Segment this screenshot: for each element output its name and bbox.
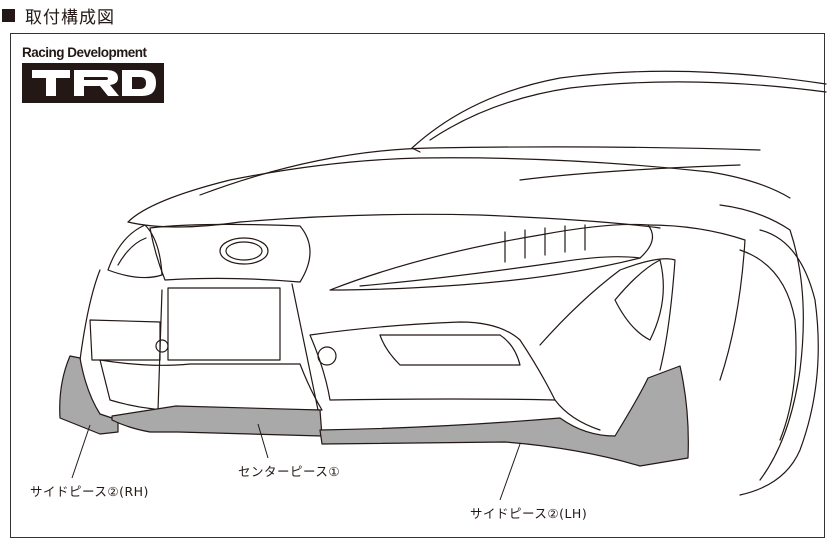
license-plate: [167, 287, 281, 361]
emblem-oval: [219, 237, 269, 265]
wheel-arch: [719, 204, 804, 481]
headlight-rh: [107, 224, 163, 279]
trd-logo: Racing Development: [22, 45, 166, 103]
grille-divider-right: [291, 283, 319, 411]
fog-light-lh: [317, 346, 337, 366]
tire: [739, 229, 819, 496]
callout-side-piece-lh: サイドピース②(LH): [470, 506, 588, 521]
bumper-corner: [554, 399, 601, 431]
bumper-rh-intake: [89, 319, 161, 361]
hood-bulge: [519, 164, 741, 181]
emblem-oval-inner: [225, 241, 263, 261]
fender-lh: [647, 224, 746, 381]
fender-vent: [614, 259, 664, 341]
fog-light-lh-housing: [379, 334, 521, 366]
logo-plate: [22, 63, 164, 103]
callout-side-piece-rh: サイドピース②(RH): [30, 484, 149, 499]
side-piece-rh: [59, 355, 119, 435]
windshield-base: [199, 146, 761, 196]
section-title: 取付構成図: [25, 7, 115, 28]
a-pillar: [411, 147, 421, 153]
callout-center-piece: センターピース①: [238, 464, 341, 479]
fog-light-rh: [155, 339, 169, 353]
tire-inner: [739, 249, 797, 441]
side-piece-lh: [319, 365, 689, 467]
roof-inner-line: [429, 81, 827, 141]
leader-line-center: [257, 423, 269, 459]
bumper-lh-intake: [309, 321, 556, 401]
grille-divider-left: [157, 289, 163, 411]
headlight-lh-lower: [359, 256, 641, 287]
roof-line: [411, 70, 827, 149]
square-bullet-icon: [2, 8, 15, 22]
trd-wordmark-icon: [32, 70, 156, 96]
center-piece: [111, 405, 323, 437]
hood-outline: [127, 157, 791, 223]
leader-line-lh: [499, 443, 521, 501]
bumper-lh-side: [539, 258, 676, 371]
front-nose: [149, 223, 311, 283]
headlight-lh-drl: [504, 224, 586, 263]
logo-tagline: Racing Development: [22, 45, 147, 60]
headlight-rh-inner: [117, 237, 147, 266]
leader-line-rh: [71, 424, 91, 479]
lower-grille: [99, 359, 323, 411]
hood-center-crease: [239, 213, 661, 229]
section-header: 取付構成図: [2, 2, 115, 28]
headlight-lh: [329, 223, 654, 291]
diagram-frame: [10, 33, 825, 538]
